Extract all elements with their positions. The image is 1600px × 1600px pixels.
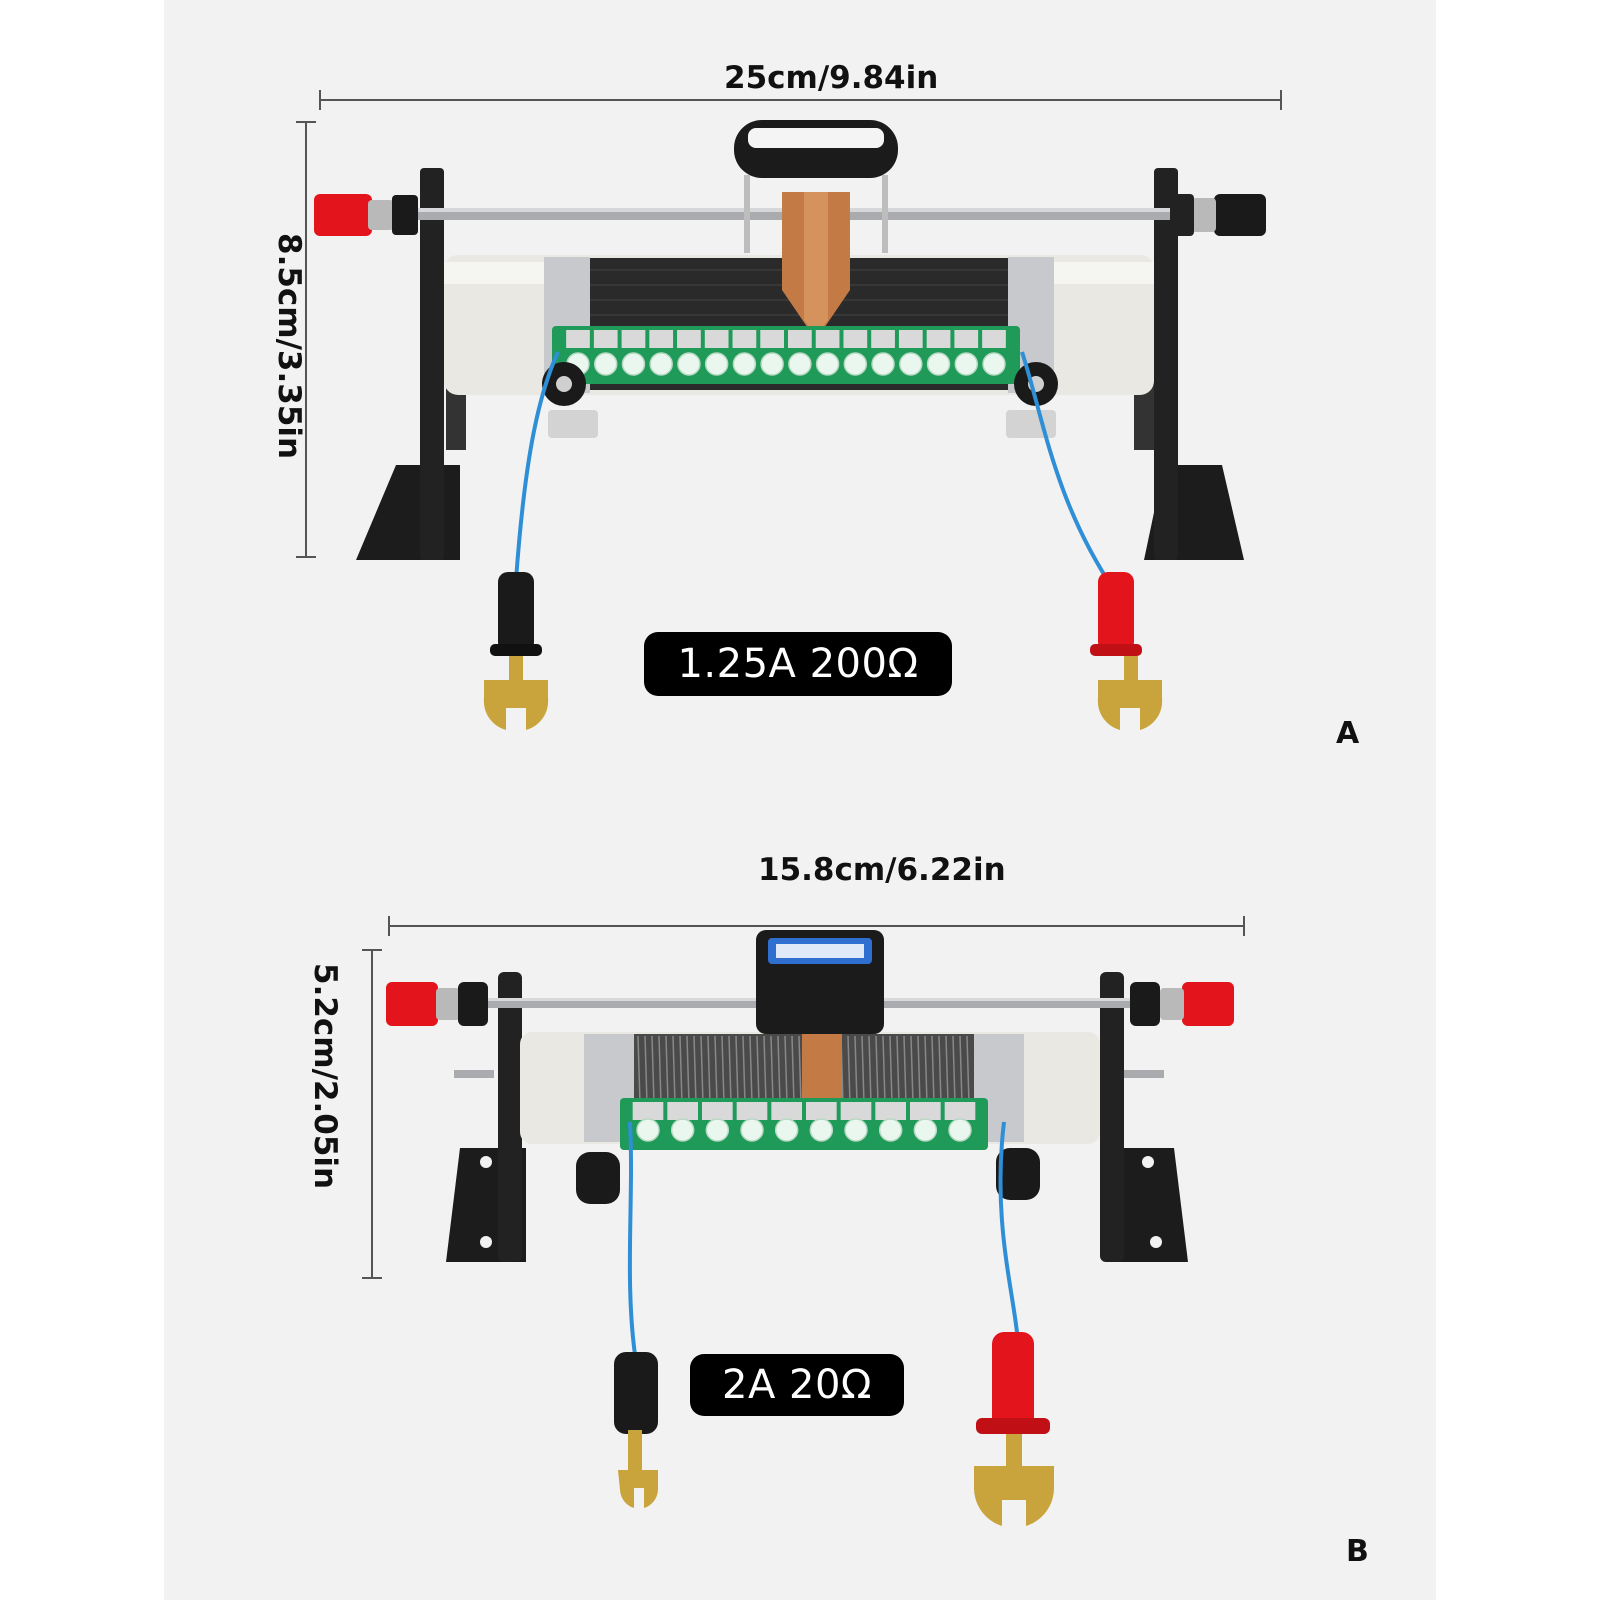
red-spade-connector <box>973 1332 1055 1526</box>
led-bulb <box>670 1118 695 1142</box>
led-bulb <box>878 1118 903 1142</box>
led-row <box>566 330 1006 376</box>
left-lead-wire <box>514 351 560 581</box>
led-contact-strip <box>736 1102 768 1120</box>
variant-b-rheostat-illustration <box>362 916 1245 1526</box>
red-terminal-post-right <box>1130 982 1234 1026</box>
led-bulb <box>815 352 840 376</box>
led-contact-strip <box>898 330 923 348</box>
variant-a-rheostat-illustration <box>296 90 1282 730</box>
led-contact-strip <box>806 1102 837 1120</box>
led-contact-strip <box>944 1102 976 1120</box>
led-contact-strip <box>954 330 979 348</box>
height-dimension-label: 5.2cm/2.05in <box>307 963 343 1190</box>
led-contact-strip <box>875 1102 906 1120</box>
height-dimension-line <box>362 949 382 1279</box>
led-bulb <box>636 1118 660 1142</box>
right-foot <box>1114 1148 1188 1262</box>
left-lead-wire <box>627 1121 638 1363</box>
led-contact-strip <box>593 330 618 348</box>
led-contact-strip <box>760 330 784 348</box>
led-bulb <box>760 352 784 376</box>
led-bulb <box>774 1118 799 1142</box>
right-lead-wire <box>998 1121 1020 1343</box>
led-bulb <box>593 352 618 376</box>
sliding-contact <box>734 120 898 340</box>
led-bulb <box>705 1118 730 1142</box>
black-spade-connector <box>483 572 549 730</box>
led-bulb <box>649 352 673 376</box>
led-bulb <box>621 352 646 376</box>
black-spade-connector <box>614 1352 658 1508</box>
width-dimension-label: 15.8cm/6.22in <box>758 852 1006 888</box>
led-bulb <box>871 352 895 376</box>
led-bulb <box>704 352 729 376</box>
variant-b-panel: 15.8cm/6.22in 5.2cm/2.05in 2A 20Ω B <box>164 822 1436 1600</box>
led-contact-strip <box>649 330 674 348</box>
led-contact-strip <box>843 330 868 348</box>
led-bulb <box>843 352 868 376</box>
led-row <box>632 1102 976 1142</box>
left-bracket <box>498 972 522 1262</box>
right-bracket <box>1100 972 1124 1262</box>
led-bulb <box>899 352 923 376</box>
led-bulb <box>740 1118 764 1142</box>
led-bulb <box>788 352 812 376</box>
red-terminal-post <box>314 194 418 236</box>
left-foot <box>356 465 460 560</box>
led-contact-strip <box>677 330 701 348</box>
black-terminal-post <box>1170 194 1266 236</box>
led-contact-strip <box>788 330 812 348</box>
left-bracket <box>420 168 444 560</box>
led-contact-strip <box>771 1102 802 1120</box>
spec-badge: 2A 20Ω <box>690 1354 904 1416</box>
led-contact-strip <box>982 330 1006 348</box>
led-contact-strip <box>840 1102 872 1120</box>
right-bracket <box>1154 168 1178 560</box>
height-dimension-label: 8.5cm/3.35in <box>271 233 307 460</box>
height-dimension-line <box>296 121 316 558</box>
right-lead-wire <box>1020 351 1116 592</box>
led-bulb <box>954 352 979 376</box>
led-bulb <box>948 1118 972 1142</box>
variant-label: B <box>1346 1534 1369 1569</box>
led-contact-strip <box>632 1102 664 1120</box>
led-bulb <box>732 352 757 376</box>
led-bulb <box>677 352 701 376</box>
led-contact-strip <box>702 1102 733 1120</box>
led-bulb <box>809 1118 834 1142</box>
led-bulb <box>926 352 951 376</box>
variant-label: A <box>1336 716 1360 751</box>
led-contact-strip <box>815 330 840 348</box>
led-contact-strip <box>566 330 590 348</box>
spec-badge: 1.25A 200Ω <box>644 632 952 696</box>
led-bulb <box>982 352 1006 376</box>
variant-a-panel: 25cm/9.84in 8.5cm/3.35in 1.25A 200Ω A <box>164 0 1436 822</box>
led-bulb <box>913 1118 938 1142</box>
led-contact-strip <box>621 330 646 348</box>
led-contact-strip <box>910 1102 941 1120</box>
width-dimension-label: 25cm/9.84in <box>724 60 939 96</box>
led-contact-strip <box>704 330 729 348</box>
width-dimension-line <box>388 916 1245 936</box>
led-contact-strip <box>667 1102 698 1120</box>
led-bulb <box>844 1118 868 1142</box>
led-contact-strip <box>732 330 757 348</box>
led-contact-strip <box>871 330 895 348</box>
red-spade-connector <box>1090 572 1163 730</box>
led-contact-strip <box>926 330 951 348</box>
red-terminal-post-left <box>386 982 488 1026</box>
width-dimension-line <box>319 90 1282 110</box>
